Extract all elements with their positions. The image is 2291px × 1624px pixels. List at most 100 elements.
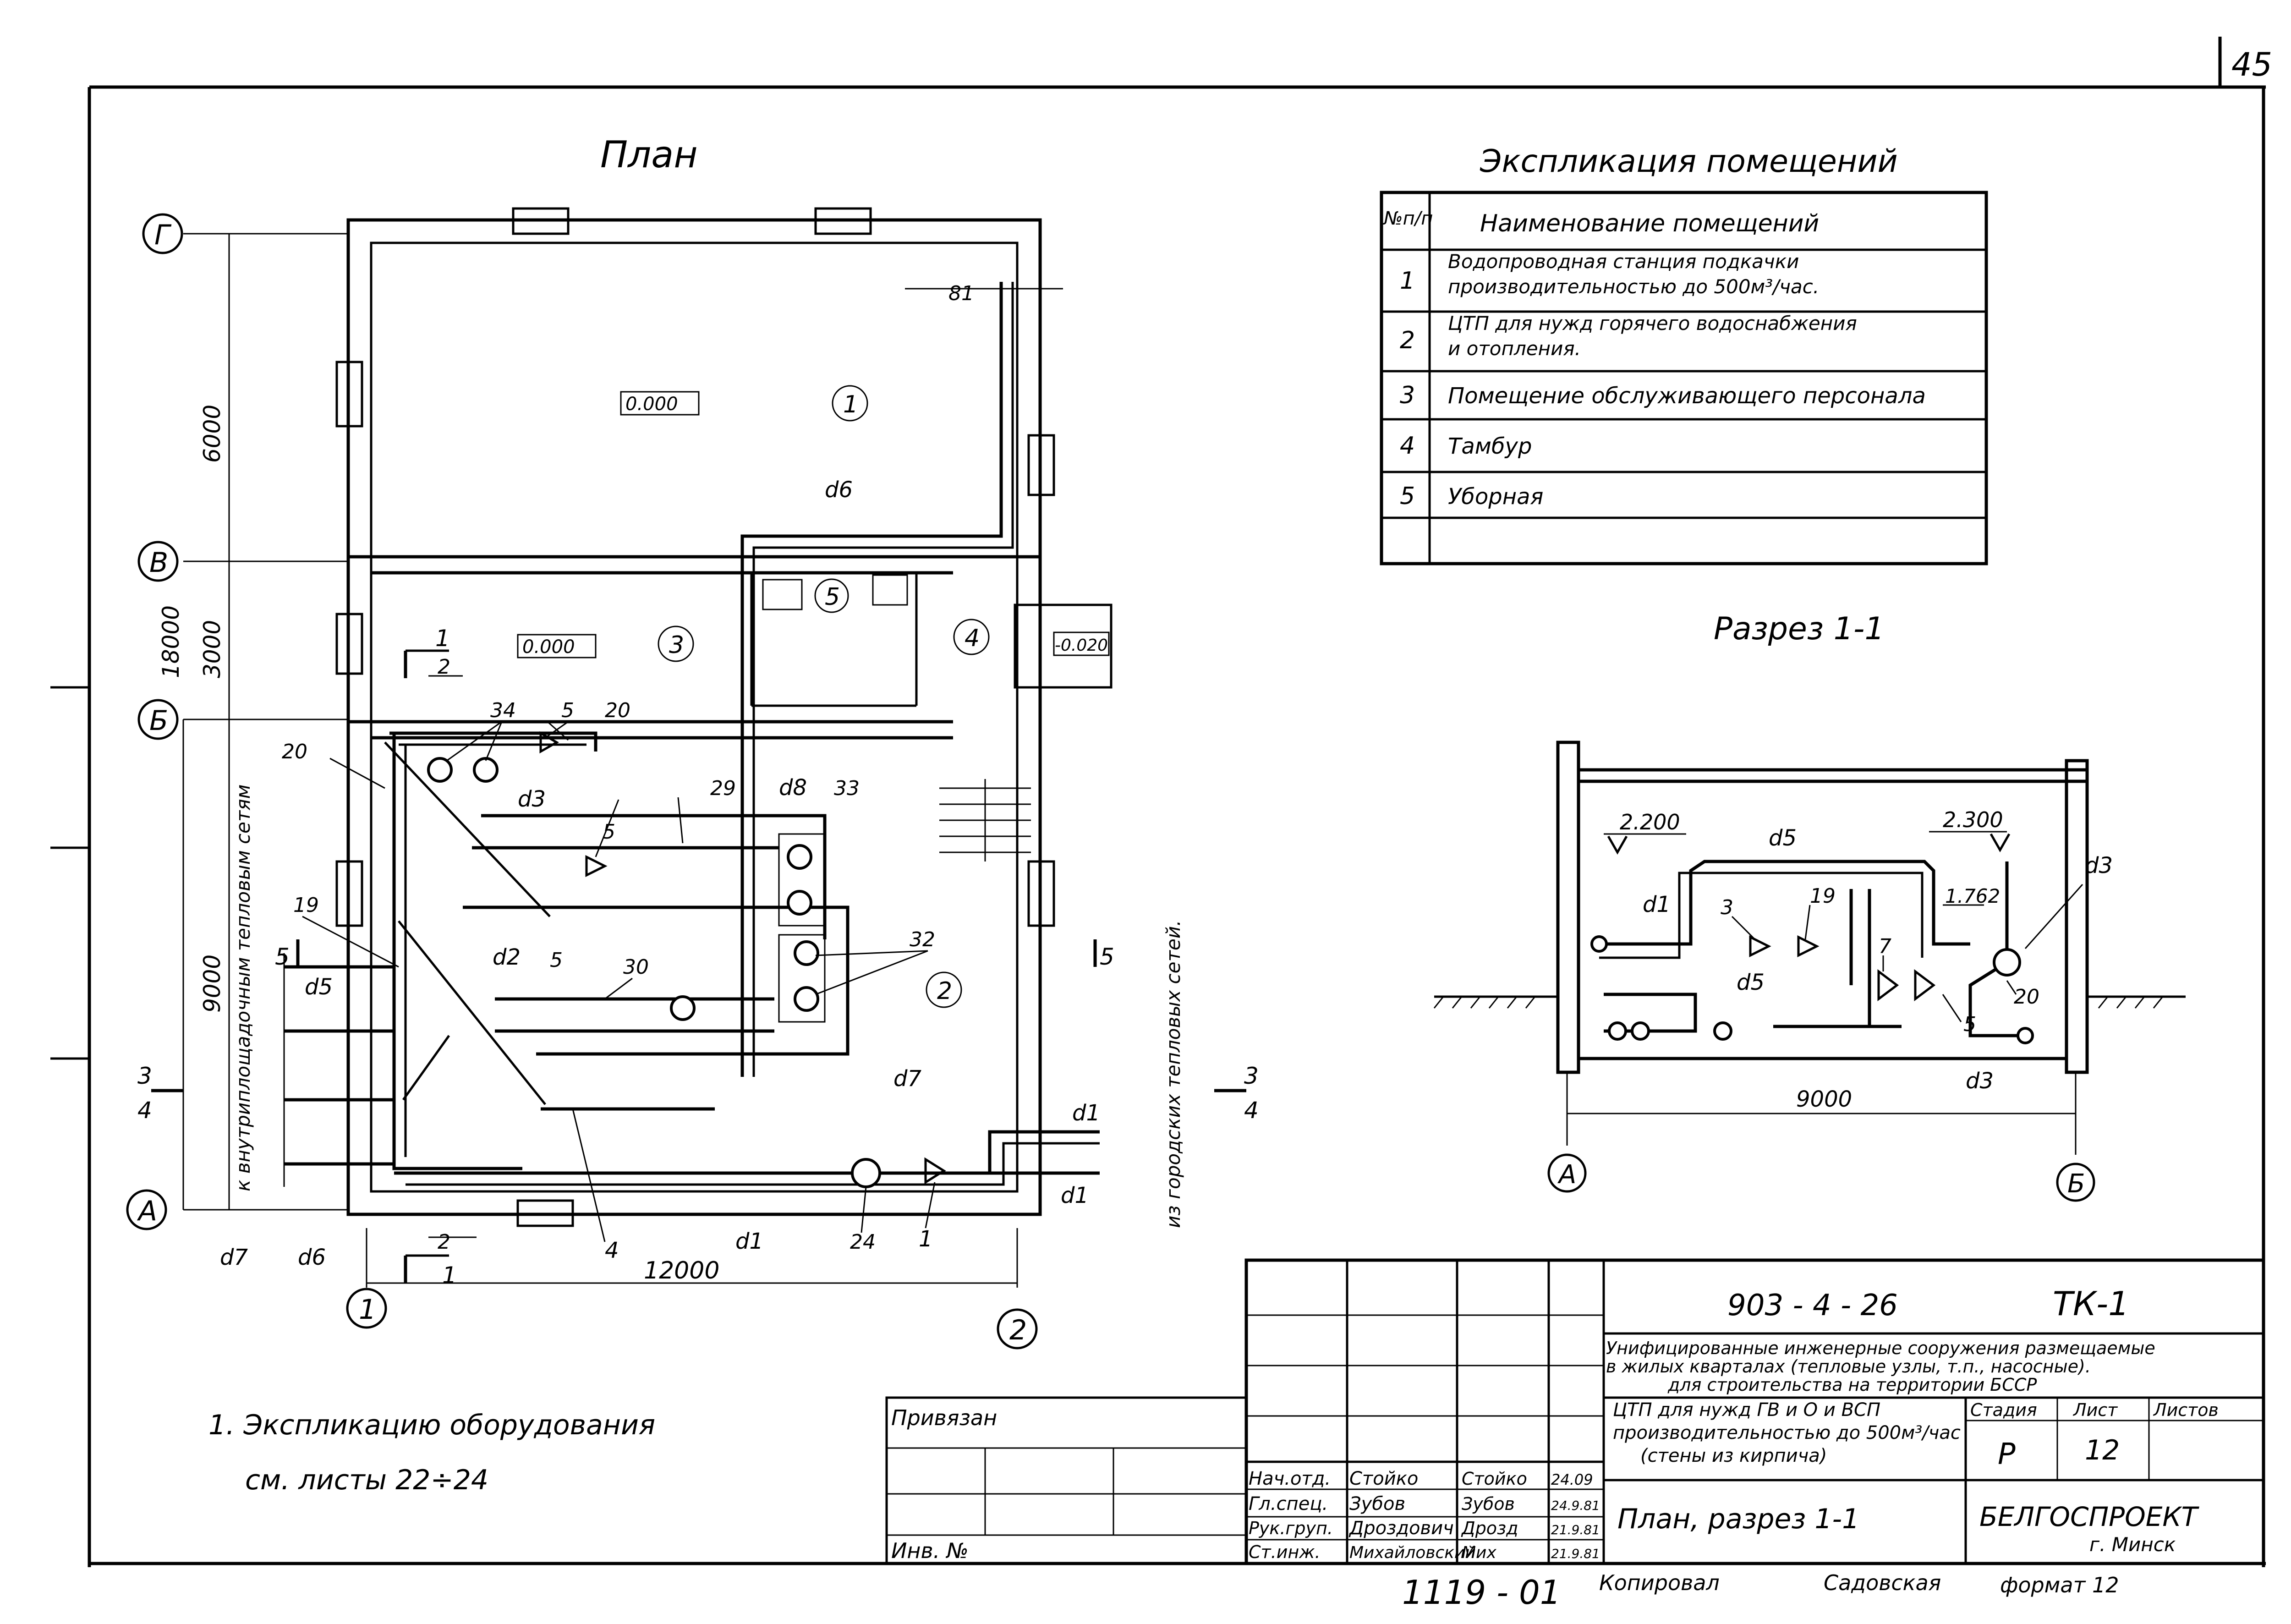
callout-5-top: 5 bbox=[561, 699, 574, 722]
title-block bbox=[885, 1258, 2265, 1565]
section-pipe-d3-bottom: d3 bbox=[1966, 1068, 1994, 1094]
role-1: Нач.отд. bbox=[1249, 1468, 1331, 1489]
explication-row-1-no: 1 bbox=[1400, 267, 1415, 295]
room-5-number: 5 bbox=[825, 583, 840, 611]
section-level-1762: 1.762 bbox=[1945, 885, 2000, 907]
section-level-marks bbox=[1604, 831, 2011, 906]
pipe-label-d6-top: d6 bbox=[825, 477, 853, 503]
title-object-1: ЦТП для нужд ГВ и О и ВСП bbox=[1613, 1399, 1880, 1421]
axis-v-label: В bbox=[149, 547, 168, 579]
axis-1: 1 bbox=[346, 1288, 387, 1329]
dim-12000: 12000 bbox=[644, 1257, 719, 1284]
room-3-number: 3 bbox=[669, 631, 684, 659]
title-stage-header: Стадия bbox=[1970, 1400, 2037, 1420]
role-1-date: 24.09 bbox=[1551, 1471, 1593, 1488]
explication-row-3-no: 3 bbox=[1400, 382, 1415, 409]
section-piping bbox=[1590, 860, 2034, 1044]
explication-title: Экспликация помещений bbox=[1480, 143, 1898, 180]
section-mark-1-top: 1 bbox=[435, 625, 450, 652]
section-mark-4-right: 4 bbox=[1244, 1097, 1259, 1124]
section-mark-1-bottom: 1 bbox=[442, 1262, 457, 1289]
title-drawing-name: План, разрез 1-1 bbox=[1617, 1503, 1859, 1535]
role-2-name: Зубов bbox=[1349, 1493, 1405, 1514]
plan-title: План bbox=[600, 133, 698, 176]
section-mark-5-right: 5 bbox=[1100, 944, 1114, 970]
role-4: Ст.инж. bbox=[1249, 1542, 1321, 1562]
section-pipe-d5-top: d5 bbox=[1769, 825, 1797, 851]
callout-5-lower: 5 bbox=[550, 949, 563, 972]
role-3-name: Дроздович bbox=[1348, 1518, 1454, 1539]
level-room1: 0.000 bbox=[620, 391, 700, 416]
title-desc-2: в жилых кварталах (тепловые узлы, т.п., … bbox=[1606, 1356, 2091, 1377]
pipe-label-d7-left: d7 bbox=[220, 1245, 248, 1270]
plan-section-marks bbox=[151, 649, 1246, 1283]
pipe-label-d7-right: d7 bbox=[893, 1066, 921, 1092]
section-mark-3-right: 3 bbox=[1244, 1063, 1259, 1089]
pipe-label-d1-bottom: d1 bbox=[735, 1229, 763, 1254]
axis-g-label: Г bbox=[154, 219, 172, 251]
room-2-number: 2 bbox=[937, 977, 952, 1005]
toilet bbox=[872, 574, 908, 606]
level-tambour: -0.020 bbox=[1053, 631, 1110, 656]
section-title: Разрез 1-1 bbox=[1714, 611, 1885, 647]
role-3-date: 21.9.81 bbox=[1551, 1522, 1600, 1537]
callout-30: 30 bbox=[623, 955, 649, 979]
footer-copied-label: Копировал bbox=[1599, 1570, 1720, 1595]
section-axis-a-label: А bbox=[1557, 1160, 1576, 1190]
section-axis-a: А bbox=[1547, 1153, 1587, 1193]
section-mark-3-left: 3 bbox=[137, 1063, 152, 1089]
pipe-label-d1-right-top: d1 bbox=[1072, 1100, 1100, 1126]
pipe-label-d6-bottom: d6 bbox=[298, 1245, 326, 1270]
title-privyazan: Привязан bbox=[891, 1405, 997, 1430]
callout-20-left: 20 bbox=[282, 740, 307, 763]
section-axis-b-label: Б bbox=[2067, 1169, 2085, 1199]
role-4-date: 21.9.81 bbox=[1551, 1546, 1600, 1561]
explication-row-4-no: 4 bbox=[1400, 432, 1415, 460]
explication-row-2-no: 2 bbox=[1400, 327, 1415, 354]
axis-2-label: 2 bbox=[1009, 1314, 1027, 1346]
room-4-marker: 4 bbox=[953, 619, 990, 655]
explication-row-3-line1: Помещение обслуживающего персонала bbox=[1448, 383, 1926, 409]
note-line-1: 1. Экспликацию оборудования bbox=[208, 1409, 655, 1441]
callout-20-top: 20 bbox=[605, 699, 630, 722]
axis-1-label: 1 bbox=[359, 1294, 376, 1326]
callout-5-mid: 5 bbox=[603, 820, 615, 844]
callout-32: 32 bbox=[910, 928, 935, 951]
explication-row-1-line1: Водопроводная станция подкачки bbox=[1448, 250, 1799, 273]
footer-number: 1119 - 01 bbox=[1402, 1573, 1561, 1612]
section-pipe-d5-mid: d5 bbox=[1737, 970, 1765, 995]
sheet-frame bbox=[50, 37, 2266, 1567]
axis-a: А bbox=[126, 1189, 167, 1230]
stair bbox=[939, 779, 1031, 861]
role-2: Гл.спец. bbox=[1249, 1493, 1328, 1514]
pipe-label-d8: d8 bbox=[779, 775, 807, 801]
callout-33: 33 bbox=[834, 777, 860, 800]
section-mark-2-top: 2 bbox=[438, 655, 450, 679]
callout-4: 4 bbox=[605, 1238, 619, 1263]
callout-34: 34 bbox=[490, 699, 516, 722]
explication-row-4-line1: Тамбур bbox=[1448, 433, 1532, 459]
section-callout-7: 7 bbox=[1879, 935, 1891, 958]
title-desc-3: для строительства на территории БССР bbox=[1667, 1375, 2037, 1395]
note-city-network: из городских тепловых сетей. bbox=[1162, 920, 1184, 1228]
explication-row-1-line2: производительностью до 500м³/час. bbox=[1448, 275, 1819, 298]
title-object-3: (стены из кирпича) bbox=[1640, 1445, 1827, 1466]
section-level-2300: 2.300 bbox=[1943, 807, 2003, 832]
section-dim-9000: 9000 bbox=[1796, 1086, 1852, 1112]
explication-row-5-line1: Уборная bbox=[1448, 484, 1543, 510]
room-1-number: 1 bbox=[843, 391, 858, 418]
plan-piping bbox=[283, 282, 1100, 1188]
level-room3-label: 0.000 bbox=[522, 636, 575, 658]
role-1-sign: Стойко bbox=[1462, 1469, 1527, 1489]
pipe-label-d3: d3 bbox=[518, 786, 546, 812]
note-line-2: см. листы 22÷24 bbox=[245, 1464, 488, 1496]
callout-24: 24 bbox=[850, 1230, 876, 1254]
role-2-date: 24.9.81 bbox=[1551, 1498, 1600, 1513]
section-mark-4-left: 4 bbox=[137, 1097, 152, 1124]
footer-format: формат 12 bbox=[2000, 1573, 2119, 1597]
explication-row-5-no: 5 bbox=[1400, 483, 1415, 510]
callout-19: 19 bbox=[293, 894, 319, 917]
title-code: 903 - 4 - 26 bbox=[1727, 1289, 1898, 1322]
plan-leaders bbox=[302, 288, 1063, 1242]
